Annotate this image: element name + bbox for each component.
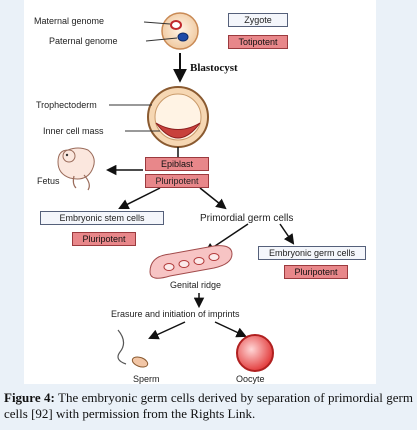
- sperm-label: Sperm: [133, 374, 160, 384]
- inner-cell-mass-label: Inner cell mass: [43, 126, 104, 136]
- primordial-germ-cells-label: Primordial germ cells: [200, 213, 294, 224]
- pluripotent-left-box: Pluripotent: [72, 232, 136, 246]
- pluripotent-center-box: Pluripotent: [145, 174, 209, 188]
- paternal-leader-line: [145, 37, 178, 42]
- maternal-leader-line: [143, 21, 171, 25]
- arrow-to-egc: [279, 223, 295, 245]
- arrow-to-oocyte: [214, 321, 247, 338]
- arrow-to-sperm: [148, 321, 186, 340]
- diagram-panel: [24, 0, 376, 384]
- caption-text: The embryonic germ cells derived by sepa…: [4, 390, 413, 421]
- oocyte-illustration: [236, 334, 274, 372]
- embryonic-germ-cells-box: Embryonic germ cells: [258, 246, 366, 260]
- genital-ridge-label: Genital ridge: [170, 280, 222, 290]
- figure-caption: Figure 4: The embryonic germ cells deriv…: [4, 390, 413, 422]
- zygote-box: Zygote: [228, 13, 288, 27]
- pluripotent-right-box: Pluripotent: [284, 265, 348, 279]
- arrow-to-pgc: [199, 187, 227, 210]
- embryonic-stem-cells-box: Embryonic stem cells: [40, 211, 164, 225]
- fetus-illustration: [57, 147, 95, 191]
- blastocyst-cell: [147, 86, 209, 148]
- fetus-label: Fetus: [37, 176, 60, 186]
- zygote-cell: [161, 12, 199, 50]
- genital-ridge-illustration: [149, 245, 233, 279]
- paternal-genome-label: Paternal genome: [49, 36, 118, 46]
- oocyte-label: Oocyte: [236, 374, 265, 384]
- maternal-genome-label: Maternal genome: [34, 16, 105, 26]
- arrow-to-esc: [118, 187, 161, 209]
- trophectoderm-label: Trophectoderm: [36, 100, 97, 110]
- totipotent-box: Totipotent: [228, 35, 288, 49]
- erasure-label: Erasure and initiation of imprints: [111, 309, 240, 319]
- blastocyst-label: Blastocyst: [190, 62, 238, 74]
- epiblast-box: Epiblast: [145, 157, 209, 171]
- sperm-illustration: [117, 329, 149, 368]
- figure-number: Figure 4:: [4, 390, 55, 405]
